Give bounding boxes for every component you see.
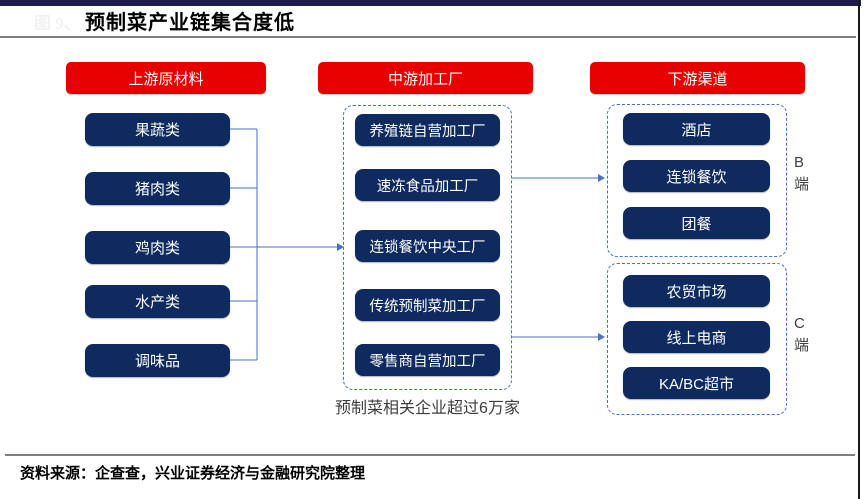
footer-divider — [5, 454, 855, 456]
upstream-box: 水产类 — [85, 285, 230, 318]
midstream-box: 连锁餐饮中央工厂 — [355, 230, 500, 262]
b-side-label: B 端 — [794, 154, 810, 193]
upstream-box: 果蔬类 — [85, 113, 230, 146]
page-edge-line — [858, 0, 860, 499]
c-side-group-frame — [607, 263, 787, 415]
downstream-box: 团餐 — [623, 207, 770, 239]
midstream-box: 传统预制菜加工厂 — [355, 289, 500, 321]
downstream-box: 连锁餐饮 — [623, 160, 770, 192]
header-downstream: 下游渠道 — [590, 62, 805, 94]
midstream-group-frame — [343, 105, 512, 390]
midstream-box: 养殖链自营加工厂 — [355, 114, 500, 146]
downstream-box: KA/BC超市 — [623, 367, 770, 399]
midstream-box: 零售商自营加工厂 — [355, 344, 500, 376]
upstream-box: 猪肉类 — [85, 172, 230, 205]
downstream-box: 酒店 — [623, 113, 770, 145]
upstream-box: 调味品 — [85, 344, 230, 377]
header-upstream: 上游原材料 — [66, 62, 266, 94]
page-title: 预制菜产业链集合度低 — [85, 12, 295, 34]
figure-number-label: 图 9、 — [34, 14, 81, 33]
arrowhead-icon — [598, 333, 605, 341]
c-side-label: C 端 — [794, 315, 810, 354]
downstream-box: 线上电商 — [623, 321, 770, 353]
midstream-caption: 预制菜相关企业超过6万家 — [335, 400, 520, 417]
source-line: 资料来源：企查查，兴业证券经济与金融研究院整理 — [20, 466, 366, 482]
b-side-group-frame — [607, 104, 787, 257]
upstream-box: 鸡肉类 — [85, 231, 230, 264]
header-midstream: 中游加工厂 — [318, 62, 533, 94]
title-underline — [0, 36, 856, 38]
arrowhead-icon — [598, 174, 605, 182]
top-accent-bar — [0, 0, 861, 6]
downstream-box: 农贸市场 — [623, 275, 770, 307]
midstream-box: 速冻食品加工厂 — [355, 169, 500, 201]
